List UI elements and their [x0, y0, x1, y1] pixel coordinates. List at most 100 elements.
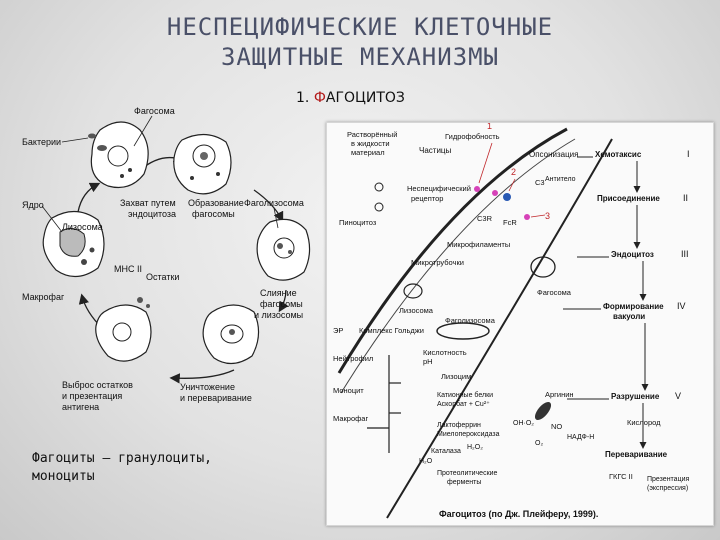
stage-presentation-2: (экспрессия) — [647, 485, 688, 492]
receptor-pink-1 — [474, 186, 480, 192]
scheme-o2: O₂ — [535, 440, 543, 447]
stage-roman-3: III — [681, 249, 689, 259]
label-capture-2: эндоцитоза — [128, 209, 176, 219]
scheme-c3: C3 — [535, 178, 545, 187]
scheme-antibody: Антитело — [545, 176, 576, 183]
scheme-particles: Частицы — [419, 146, 451, 155]
stage-destruction: Разрушение — [611, 392, 660, 401]
subtitle-accent-letter: Ф — [313, 90, 326, 106]
caption: Фагоциты – гранулоциты, моноциты — [32, 450, 312, 486]
vesicle-pinocytic-2 — [374, 202, 384, 212]
caption-line-1: Фагоциты – гранулоциты, — [32, 451, 213, 466]
label-release-2: и презентация — [62, 391, 122, 401]
scheme-fcr: FcR — [503, 218, 517, 227]
subtitle: 1. ФАГОЦИТОЗ — [296, 90, 405, 106]
scheme-oh-species: OH·O₂ — [513, 420, 534, 427]
label-formation-1: Образование — [188, 198, 244, 208]
label-lysosome: Лизосома — [62, 222, 103, 232]
vesicle-pinocytic-1 — [374, 182, 384, 192]
cell-formation — [173, 133, 232, 195]
page-title: НЕСПЕЦИФИЧЕСКИЕ КЛЕТОЧНЫЕ ЗАЩИТНЫЕ МЕХАН… — [0, 12, 720, 72]
scheme-proteolytic-1: Протеолитические — [437, 470, 498, 477]
scheme-proteolytic-2: ферменты — [447, 479, 481, 486]
scheme-number-2: 2 — [511, 167, 516, 177]
label-nucleus: Ядро — [22, 200, 44, 210]
scheme-cationic-1: Катионные белки — [437, 391, 493, 399]
scheme-neutrophil: Нейтрофил — [333, 354, 373, 363]
scheme-cationic-2: Аскорбат + Cu²⁺ — [437, 400, 490, 408]
stage-endocytosis: Эндоцитоз — [611, 250, 654, 259]
scheme-acidity-2: pH — [423, 357, 433, 366]
scheme-lysozyme: Лизоцим — [441, 372, 471, 381]
stage-attachment: Присоединение — [597, 194, 660, 203]
stage-mhc: ГКГС II — [609, 472, 633, 481]
scheme-acidity-1: Кислотность — [423, 348, 467, 357]
cell-membrane-inner — [340, 138, 576, 394]
caption-line-2: моноциты — [32, 469, 95, 484]
label-phagosome: Фагосома — [134, 106, 175, 116]
subtitle-rest: АГОЦИТОЗ — [325, 90, 405, 106]
subtitle-prefix: 1. — [296, 90, 314, 106]
stage-vacuole-1: Формирование — [603, 302, 664, 311]
cell-fusion — [202, 304, 260, 365]
scheme-oxygen: Кислород — [627, 418, 661, 427]
label-mhc: МНС II — [114, 264, 142, 274]
vesicle-lysosome — [403, 283, 423, 299]
scheme-nonspecific-1: Неспецифический — [407, 184, 471, 193]
stage-presentation-1: Презентация — [647, 476, 689, 483]
label-capture-1: Захват путем — [120, 198, 176, 208]
cell-capture — [88, 121, 149, 189]
scheme-nadph: НАДФ-Н — [567, 434, 594, 441]
stage-roman-1: I — [687, 149, 690, 159]
scheme-nonspecific-2: рецептор — [411, 194, 443, 203]
scheme-number-3: 3 — [545, 211, 550, 221]
scheme-macrophage: Макрофаг — [333, 414, 368, 423]
title-line-1: НЕСПЕЦИФИЧЕСКИЕ КЛЕТОЧНЫЕ — [166, 13, 554, 41]
stage-roman-5: V — [675, 391, 681, 401]
scheme-microfilaments: Микрофиламенты — [447, 240, 510, 249]
stage-roman-2: II — [683, 193, 688, 203]
scheme-monocyte: Моноцит — [333, 386, 364, 395]
scheme-source-caption: Фагоцитоз (по Дж. Плейферу, 1999). — [439, 509, 598, 519]
scheme-dissolved-1: Растворённый — [347, 130, 397, 139]
mechanism-scheme-figure: Растворённый в жидкости материал Частицы… — [326, 121, 714, 526]
stage-vacuole-2: вакуоли — [613, 312, 645, 321]
scheme-number-1: 1 — [487, 123, 492, 131]
cell-membrane-lower — [386, 138, 613, 519]
phagocytosis-cycle-figure: Фагосома Бактерии Захват путем эндоцитоз… — [22, 100, 322, 430]
scheme-h2o: H₂O — [419, 458, 433, 465]
granule-bacterium — [534, 401, 552, 421]
scheme-no: NO — [551, 422, 562, 431]
receptor-pink-2 — [492, 190, 498, 196]
receptor-pink-3 — [524, 214, 530, 220]
scheme-c3r: C3R — [477, 214, 493, 223]
cycle-arrow-2 — [253, 189, 284, 223]
label-phagolysosome: Фаголизосома — [244, 198, 304, 208]
scheme-opsonization: Опсонизация — [529, 150, 578, 159]
cycle-svg: Фагосома Бактерии Захват путем эндоцитоз… — [22, 106, 311, 412]
scheme-svg: Растворённый в жидкости материал Частицы… — [333, 121, 690, 519]
cycle-arrow-4 — [169, 369, 235, 384]
label-release-1: Выброс остатков — [62, 380, 133, 390]
label-fusion-1: Слияние — [260, 288, 297, 298]
scheme-lysosome: Лизосома — [399, 306, 434, 315]
scheme-arginine: Аргинин — [545, 390, 574, 399]
label-residues: Остатки — [146, 272, 179, 282]
scheme-phagosome: Фагосома — [537, 288, 572, 297]
scheme-catalase: Каталаза — [431, 448, 461, 455]
cell-phagolysosome — [256, 218, 311, 281]
scheme-hydrophobicity: Гидрофобность — [445, 132, 500, 141]
scheme-lactoferrin-2: Миелопероксидаза — [437, 431, 500, 438]
stage-chemotaxis: Хемотаксис — [595, 150, 642, 159]
stage-roman-4: IV — [677, 301, 686, 311]
scheme-dissolved-2: в жидкости — [351, 139, 390, 148]
label-digestion-1: Уничтожение — [180, 382, 235, 392]
label-bacteria: Бактерии — [22, 137, 61, 147]
scheme-er: ЭР — [333, 326, 343, 335]
cycle-arrow-6 — [77, 182, 101, 213]
label-macrophage: Макрофаг — [22, 292, 65, 302]
scheme-phagolysosome: Фаголизосома — [445, 316, 496, 325]
cell-membrane-outer — [337, 127, 568, 374]
receptor-blue — [503, 193, 511, 201]
scheme-pinocytosis: Пиноцитоз — [339, 218, 377, 227]
